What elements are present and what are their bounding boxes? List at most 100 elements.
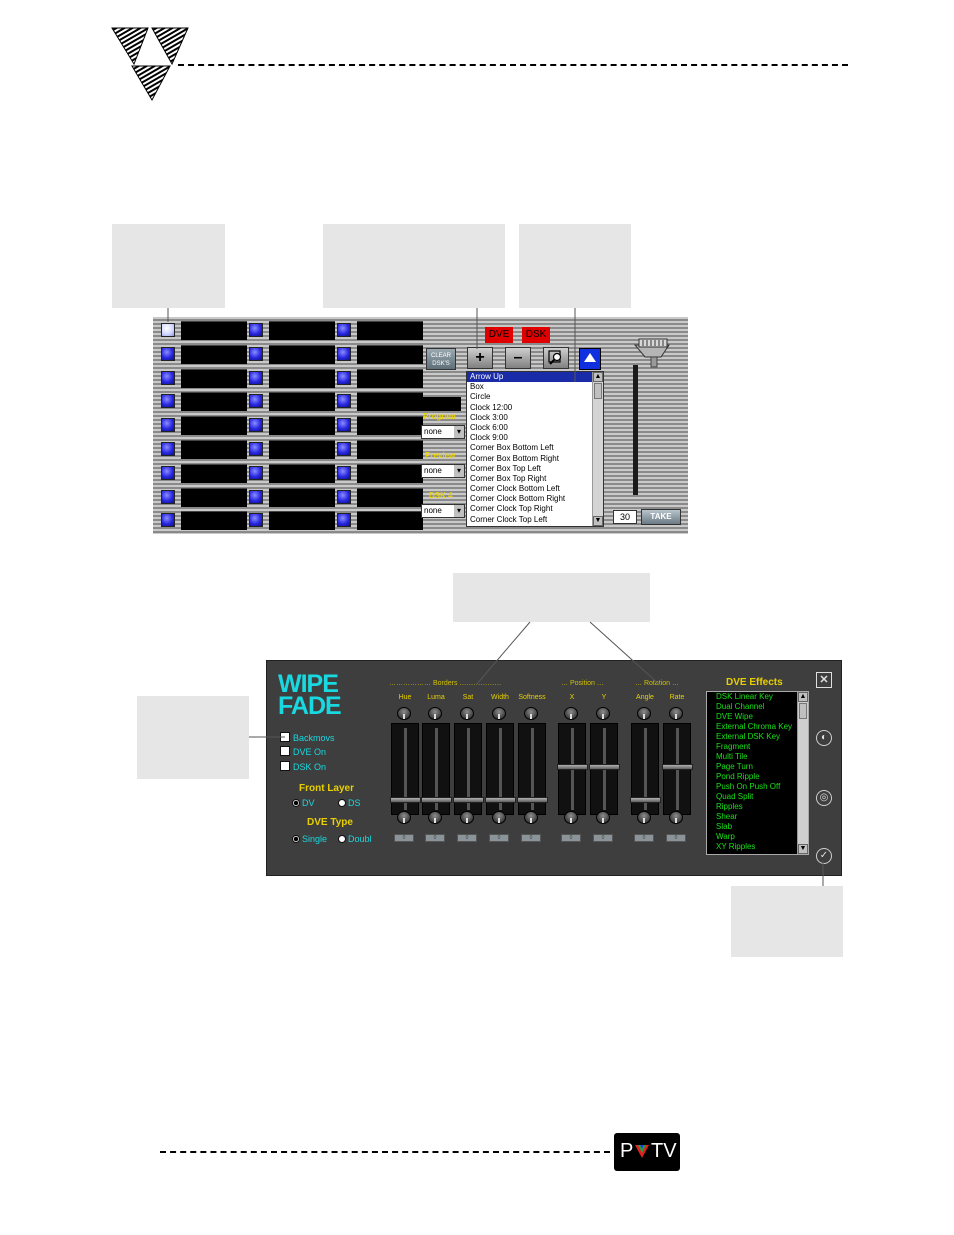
dve-effect-item[interactable]: XY Ripples bbox=[716, 842, 756, 851]
decrease-knob-icon[interactable] bbox=[596, 811, 610, 824]
front-layer-ds-radio[interactable]: DS bbox=[338, 798, 361, 808]
dve-effect-item[interactable]: Pond Ripple bbox=[716, 772, 760, 781]
effects-list-scrollbar[interactable]: ▲ ▼ bbox=[797, 692, 808, 854]
slider-handle[interactable] bbox=[630, 797, 661, 803]
dsk-slot-button[interactable] bbox=[337, 513, 351, 528]
slider-track[interactable] bbox=[421, 723, 452, 815]
dve-effect-item[interactable]: Page Turn bbox=[716, 762, 753, 771]
slider-track[interactable] bbox=[557, 723, 588, 815]
slider-handle[interactable] bbox=[421, 797, 452, 803]
increase-knob-icon[interactable] bbox=[492, 707, 506, 720]
slider-track[interactable] bbox=[453, 723, 484, 815]
dve-type-single-radio[interactable]: Single bbox=[292, 834, 327, 844]
dsk-slot-button[interactable] bbox=[161, 489, 175, 504]
dve-effect-item[interactable]: DVE Wipe bbox=[716, 712, 753, 721]
slider-track[interactable] bbox=[589, 723, 620, 815]
dsk-slot-button[interactable] bbox=[161, 418, 175, 433]
dve-effect-item[interactable]: Fragment bbox=[716, 742, 751, 751]
decrease-knob-icon[interactable] bbox=[637, 811, 651, 824]
slider-handle[interactable] bbox=[589, 764, 620, 770]
wipe-pattern-item[interactable]: Circle bbox=[470, 392, 491, 402]
dsk-slot-button[interactable] bbox=[161, 513, 175, 528]
program-select[interactable]: none bbox=[421, 425, 465, 439]
dsk-slot-button[interactable] bbox=[249, 489, 263, 504]
radio-dot[interactable] bbox=[338, 799, 346, 807]
scroll-thumb[interactable] bbox=[799, 703, 807, 719]
clear-dsks-button[interactable]: CLEAR DSK'S bbox=[426, 348, 456, 370]
preview-button[interactable] bbox=[543, 347, 569, 369]
decrease-knob-icon[interactable] bbox=[669, 811, 683, 824]
dve-on-checkbox[interactable]: DVE On bbox=[280, 746, 326, 758]
increase-knob-icon[interactable] bbox=[524, 707, 538, 720]
dve-effect-item[interactable]: Shear bbox=[716, 812, 738, 821]
dve-effect-item[interactable]: Dual Channel bbox=[716, 702, 765, 711]
wipe-pattern-item[interactable]: Clock 3:00 bbox=[470, 412, 508, 422]
dsk4-select[interactable]: none bbox=[421, 504, 465, 518]
slider-handle[interactable] bbox=[662, 764, 693, 770]
dve-type-double-radio[interactable]: Doubl bbox=[338, 834, 372, 844]
dsk-slot-button[interactable] bbox=[161, 370, 175, 385]
dsk-slot-button[interactable] bbox=[249, 394, 263, 409]
preview-select[interactable]: none bbox=[421, 464, 465, 478]
dsk-slot-button[interactable] bbox=[249, 346, 263, 361]
duration-field[interactable]: 30 bbox=[613, 510, 637, 524]
dsk-slot-button[interactable] bbox=[337, 346, 351, 361]
decrease-knob-icon[interactable] bbox=[460, 811, 474, 824]
scroll-thumb[interactable] bbox=[594, 383, 602, 399]
increase-knob-icon[interactable] bbox=[428, 707, 442, 720]
decrease-knob-icon[interactable] bbox=[524, 811, 538, 824]
close-icon[interactable]: ✕ bbox=[816, 672, 832, 688]
add-button[interactable]: + bbox=[467, 347, 493, 369]
dsk-slot-button[interactable] bbox=[161, 323, 175, 337]
increase-knob-icon[interactable] bbox=[397, 707, 411, 720]
tbar-fader[interactable] bbox=[631, 337, 671, 499]
wipe-pattern-item[interactable]: Corner Box Bottom Right bbox=[470, 453, 559, 463]
wipe-pattern-item[interactable]: Corner Box Bottom Left bbox=[470, 443, 554, 453]
dve-effect-item[interactable]: Push On Push Off bbox=[716, 782, 781, 791]
slider-track[interactable] bbox=[662, 723, 693, 815]
slider-handle[interactable] bbox=[557, 764, 588, 770]
increase-knob-icon[interactable] bbox=[637, 707, 651, 720]
dsk-slot-button[interactable] bbox=[161, 442, 175, 456]
slider-handle[interactable] bbox=[485, 797, 516, 803]
scroll-up-icon[interactable]: ▲ bbox=[798, 692, 808, 702]
slider-track[interactable] bbox=[517, 723, 548, 815]
dsk-slot-button[interactable] bbox=[249, 513, 263, 528]
decrease-knob-icon[interactable] bbox=[492, 811, 506, 824]
radio-dot[interactable] bbox=[338, 835, 346, 843]
dsk-slot-button[interactable] bbox=[249, 323, 263, 337]
decrease-knob-icon[interactable] bbox=[428, 811, 442, 824]
wipe-pattern-item[interactable]: Clock 12:00 bbox=[470, 402, 513, 412]
wipe-pattern-item[interactable]: Box bbox=[470, 382, 484, 392]
wipe-pattern-item[interactable]: Corner Clock Top Right bbox=[470, 504, 553, 514]
dve-effect-item[interactable]: External DSK Key bbox=[716, 732, 781, 741]
arrow-up-icon[interactable] bbox=[579, 348, 601, 370]
checkbox-box[interactable] bbox=[280, 732, 290, 742]
checkmark-icon[interactable]: ✓ bbox=[816, 848, 832, 864]
remove-button[interactable]: – bbox=[505, 347, 531, 369]
dsk-slot-button[interactable] bbox=[337, 465, 351, 480]
wipe-pattern-item[interactable]: Corner Clock Bottom Right bbox=[470, 494, 566, 504]
wipe-list-scrollbar[interactable]: ▲ ▼ bbox=[592, 372, 603, 526]
checkbox-box[interactable] bbox=[280, 746, 290, 756]
dve-effect-item[interactable]: Warp bbox=[716, 832, 735, 841]
wipe-pattern-item[interactable]: Clock 9:00 bbox=[470, 433, 508, 443]
dsk-slot-button[interactable] bbox=[249, 442, 263, 456]
dsk-slot-button[interactable] bbox=[249, 370, 263, 385]
scroll-down-icon[interactable]: ▼ bbox=[798, 844, 808, 854]
dsk-slot-button[interactable] bbox=[337, 323, 351, 337]
slider-track[interactable] bbox=[485, 723, 516, 815]
scroll-down-icon[interactable]: ▼ bbox=[593, 516, 603, 526]
dsk-slot-button[interactable] bbox=[337, 489, 351, 504]
dsk-slot-button[interactable] bbox=[337, 442, 351, 456]
dve-effect-item[interactable]: Quad Split bbox=[716, 792, 754, 801]
dve-effect-item[interactable]: External Chroma Key bbox=[716, 722, 793, 731]
dsk-slot-button[interactable] bbox=[249, 465, 263, 480]
slider-handle[interactable] bbox=[390, 797, 421, 803]
wipe-pattern-item[interactable]: Arrow Up bbox=[467, 372, 603, 383]
scroll-up-icon[interactable]: ▲ bbox=[593, 372, 603, 382]
wipe-pattern-item[interactable]: Corner Box Top Left bbox=[470, 463, 542, 473]
slider-handle[interactable] bbox=[453, 797, 484, 803]
radio-dot[interactable] bbox=[292, 835, 300, 843]
